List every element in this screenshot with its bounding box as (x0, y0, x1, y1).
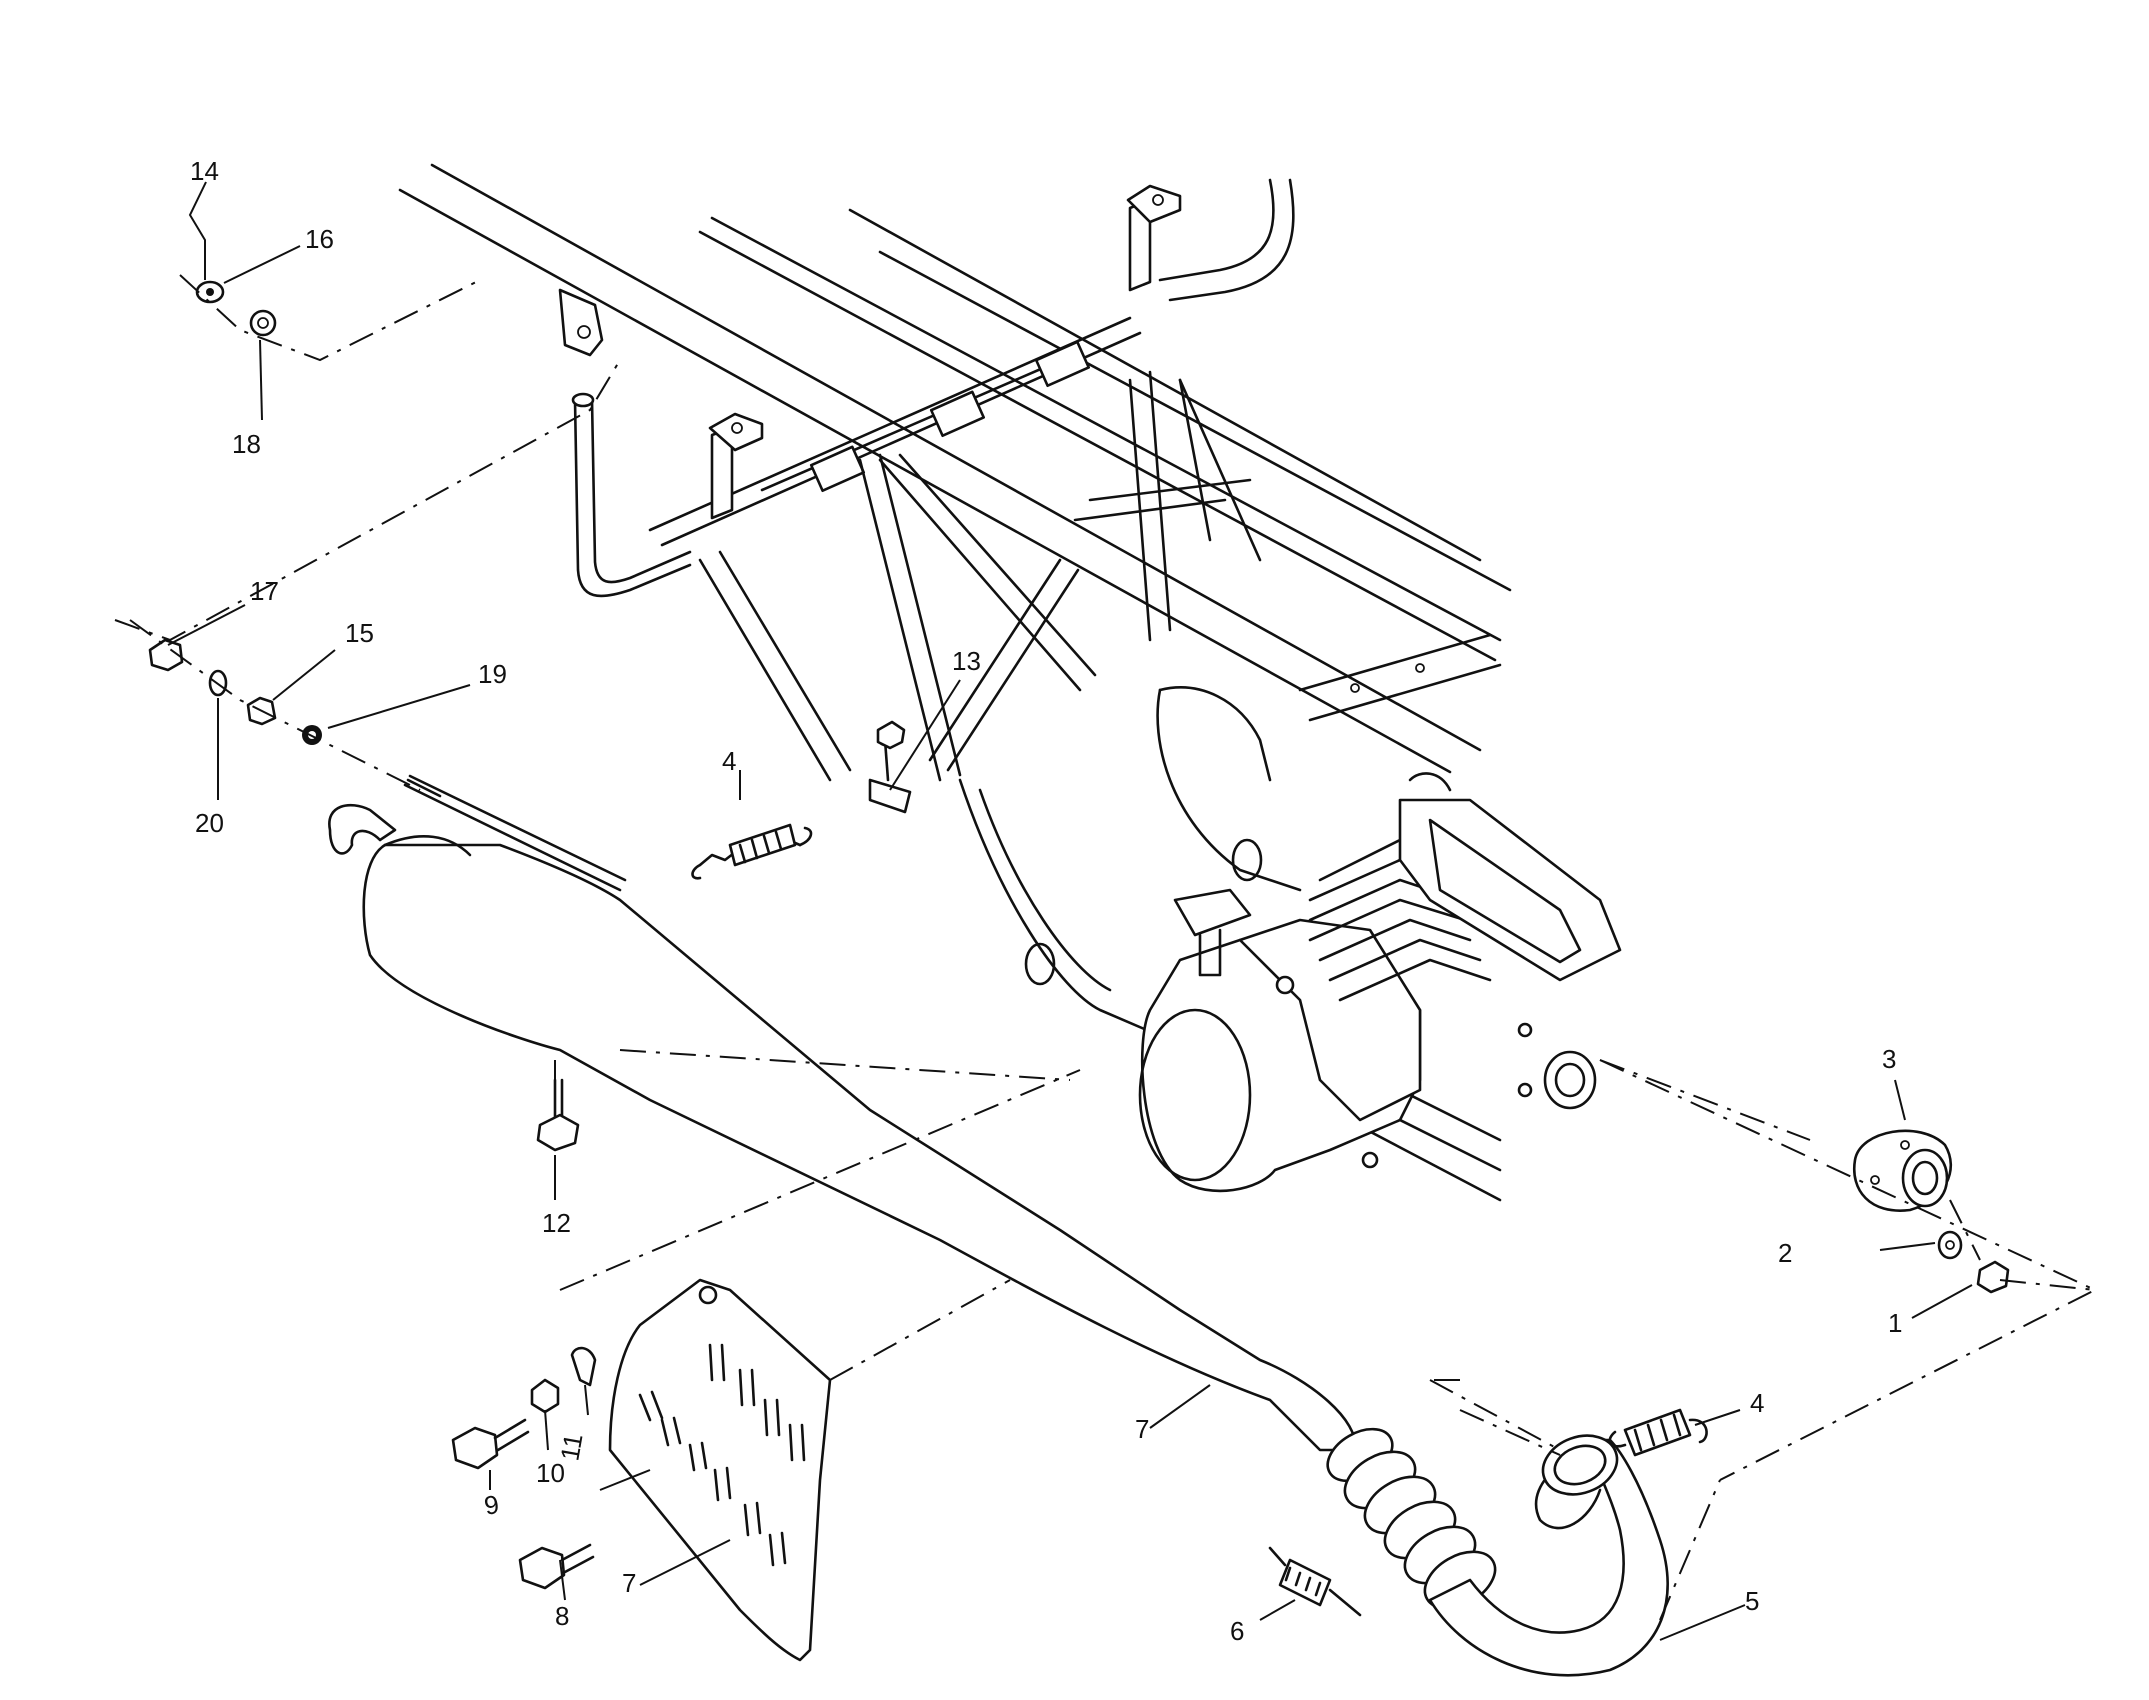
callout-19: 18 (232, 429, 261, 459)
callout-21: 20 (195, 808, 224, 838)
leader-lines (167, 181, 1973, 1641)
callout-13: 12 (542, 1208, 571, 1238)
callout-12: 11 (554, 1431, 588, 1463)
assembly-lines (114, 274, 2098, 1621)
hardware (148, 280, 2010, 1617)
callout-14: 13 (952, 646, 981, 676)
callout-15: 14 (190, 156, 219, 186)
header-pipe (1428, 1434, 1669, 1677)
callout-18: 17 (250, 576, 279, 606)
callout-3: 3 (1882, 1044, 1896, 1074)
callout-7: 7 (1135, 1414, 1149, 1444)
callout-numbers: 14 16 18 17 15 19 20 13 4 12 3 2 1 4 7 5… (190, 156, 1902, 1646)
callout-10: 9 (482, 1489, 501, 1521)
callout-4-lower: 4 (1750, 1388, 1764, 1418)
callout-11: 10 (536, 1458, 565, 1488)
callout-6: 6 (1230, 1616, 1244, 1646)
callout-16: 15 (345, 618, 374, 648)
callout-20: 19 (478, 659, 507, 689)
muffler (328, 774, 1497, 1610)
vehicle-frame (398, 163, 1512, 1202)
callout-1: 1 (1888, 1308, 1902, 1338)
callout-8: 7 (622, 1568, 636, 1598)
callout-4-upper: 4 (722, 746, 736, 776)
callout-5: 5 (1745, 1586, 1759, 1616)
callout-2: 2 (1778, 1238, 1792, 1268)
heat-shield (608, 1278, 832, 1662)
callout-9: 8 (555, 1601, 569, 1631)
callout-17: 16 (305, 224, 334, 254)
engine (1138, 772, 1622, 1193)
